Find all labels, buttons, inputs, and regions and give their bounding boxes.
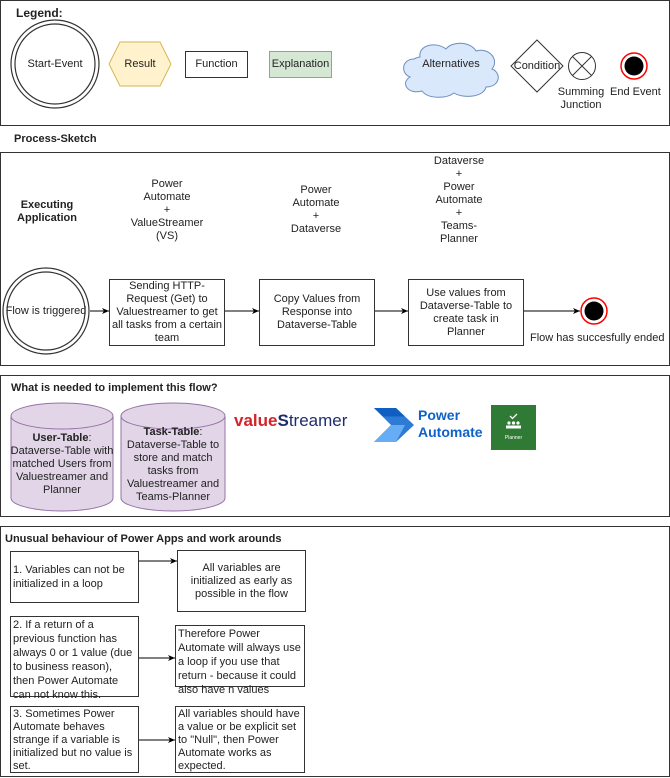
task-table-title: Task-Table xyxy=(143,426,200,438)
legend-explanation-box: Explanation xyxy=(269,51,332,78)
valuestreamer-s-icon: S xyxy=(277,411,289,430)
valuestreamer-logo: valueStreamer xyxy=(234,411,347,431)
flow-step-create-task: Use values from Dataverse-Table to creat… xyxy=(408,279,524,346)
problem-2-box: 2. If a return of a previous function ha… xyxy=(10,616,139,701)
app-label-dataverse: Power Automate + Dataverse xyxy=(290,184,342,235)
workaround-2-text: Therefore Power Automate will always use… xyxy=(178,628,301,696)
problem-3-text: 3. Sometimes Power Automate behaves stra… xyxy=(13,708,133,772)
flow-end-label: Flow has succesfully ended xyxy=(530,332,665,344)
legend-panel: Legend: Start-Event Result Function Expl… xyxy=(0,0,670,126)
power-automate-logo-line-1: Power xyxy=(418,407,461,423)
workaround-3-box: All variables should have a value or be … xyxy=(175,706,305,773)
flow-step-copy-values: Copy Values from Response into Dataverse… xyxy=(259,279,375,346)
app-label-planner: Dataverse + Power Automate + Teams- Plan… xyxy=(433,154,485,245)
flow-step-http-request: Sending HTTP-Request (Get) to Valuestrea… xyxy=(109,279,225,346)
legend-explanation-label: Explanation xyxy=(271,58,330,70)
executing-application-label: Executing Application xyxy=(17,199,77,224)
user-table-title: User-Table xyxy=(32,431,89,444)
flow-step-2-label: Copy Values from Response into Dataverse… xyxy=(273,293,361,331)
end-event-icon xyxy=(620,52,648,80)
app-label-valuestreamer: Power Automate + ValueStreamer (VS) xyxy=(130,177,204,242)
task-table-text: Task-Table: Dataverse-Table to store and… xyxy=(122,422,224,508)
workaround-2-box: Therefore Power Automate will always use… xyxy=(175,625,305,696)
planner-logo-text: Planner xyxy=(504,435,523,441)
legend-condition-label: Condition xyxy=(513,59,561,72)
workaround-1-box: All variables are initialized as early a… xyxy=(177,550,306,612)
planner-icon xyxy=(506,413,521,429)
start-event-icon xyxy=(10,19,100,109)
flow-arrows xyxy=(90,308,580,314)
problem-3-box: 3. Sometimes Power Automate behaves stra… xyxy=(10,706,139,773)
valuestreamer-logo-part-2: treamer xyxy=(288,411,348,430)
alternatives-cloud-icon xyxy=(403,42,499,98)
legend-summing-junction-label: Summing Junction xyxy=(557,86,605,111)
legend-end-event-label: End Event xyxy=(610,86,661,98)
unusual-behaviour-panel: Unusual behaviour of Power Apps and work… xyxy=(0,526,670,777)
user-table-text: User-Table: Dataverse-Table with matched… xyxy=(10,431,114,496)
flow-step-3-label: Use values from Dataverse-Table to creat… xyxy=(419,286,513,338)
workaround-1-text: All variables are initialized as early a… xyxy=(190,561,293,600)
flow-start-event-icon xyxy=(2,267,90,355)
problem-1-box: 1. Variables can not be initialized in a… xyxy=(10,551,139,603)
summing-junction-icon xyxy=(568,52,596,80)
legend-title: Legend: xyxy=(16,6,63,20)
valuestreamer-logo-part-1: value xyxy=(234,411,278,430)
legend-function-label: Function xyxy=(195,58,238,70)
task-table-desc: Dataverse-Table to store and match tasks… xyxy=(126,439,220,503)
legend-start-event-label: Start-Event xyxy=(27,57,83,70)
process-sketch-panel: Executing Application Power Automate + V… xyxy=(0,152,670,366)
flow-start-label: Flow is triggered xyxy=(5,304,87,317)
power-automate-icon xyxy=(374,408,414,442)
power-automate-logo-line-2: Automate xyxy=(418,424,483,440)
unusual-behaviour-title: Unusual behaviour of Power Apps and work… xyxy=(5,533,282,545)
problem-2-text: 2. If a return of a previous function ha… xyxy=(13,619,133,701)
flow-step-1-label: Sending HTTP-Request (Get) to Valuestrea… xyxy=(111,280,223,344)
problem-1-text: 1. Variables can not be initialized in a… xyxy=(13,564,125,590)
planner-logo: Planner xyxy=(491,405,536,450)
legend-result-label: Result xyxy=(124,57,156,70)
result-hexagon-icon xyxy=(108,41,172,87)
user-table-cylinder-icon xyxy=(10,402,114,512)
requirements-title: What is needed to implement this flow? xyxy=(11,382,218,394)
workaround-3-text: All variables should have a value or be … xyxy=(178,708,300,772)
flow-end-event-icon xyxy=(580,297,608,325)
condition-diamond-icon xyxy=(510,39,564,93)
legend-alternatives-label: Alternatives xyxy=(422,57,480,70)
power-automate-logo-text: Power Automate xyxy=(418,407,483,441)
user-table-desc: Dataverse-Table with matched Users from … xyxy=(10,444,114,496)
process-section-title: Process-Sketch xyxy=(14,133,97,145)
legend-function-box: Function xyxy=(185,51,248,78)
workaround-arrows xyxy=(139,558,177,743)
requirements-panel: What is needed to implement this flow? U… xyxy=(0,375,670,517)
task-table-cylinder-icon xyxy=(120,402,226,512)
